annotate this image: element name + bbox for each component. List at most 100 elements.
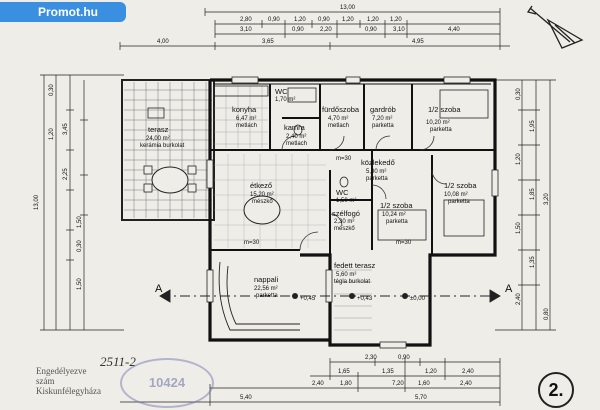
dim-top-r4-3: 4,95 bbox=[412, 39, 424, 45]
room-szoba3-name: 1/2 szoba bbox=[444, 181, 477, 190]
room-konyha-name: konyha bbox=[232, 105, 257, 114]
room-etkezo-name: étkező bbox=[250, 181, 272, 190]
room-etkezo-area: 15,20 m² bbox=[250, 192, 274, 198]
dim-top-r2-1: 2,80 bbox=[240, 17, 252, 23]
room-gardrob-area: 7,20 m² bbox=[372, 116, 392, 122]
level-markers bbox=[292, 293, 408, 299]
dim-misc-1: m=30 bbox=[336, 156, 352, 162]
dim-left-total: 13,00 bbox=[34, 194, 40, 210]
room-gardrob-floor: parketta bbox=[372, 123, 394, 129]
room-fedett-terasz-floor: tégla burkolat bbox=[334, 279, 370, 285]
stamp-number: 10424 bbox=[148, 375, 186, 390]
room-szoba2-floor: parketta bbox=[386, 219, 408, 225]
room-terasz-name: terasz bbox=[148, 125, 169, 134]
room-kamra-area: 2,40 m² bbox=[286, 134, 306, 140]
level-ground: ±0,00 bbox=[410, 296, 426, 302]
dim-bottom-r1-4: 1,35 bbox=[382, 369, 394, 375]
interior-walls bbox=[210, 84, 495, 255]
room-furdoszoba-name: fürdőszoba bbox=[322, 105, 360, 114]
dim-bottom-r2-3: 7,20 bbox=[392, 381, 404, 387]
room-kamra-name: kamra bbox=[284, 123, 306, 132]
room-fedett-terasz-name: fedett terasz bbox=[334, 261, 376, 270]
dim-bottom-r1-6: 2,40 bbox=[462, 369, 474, 375]
dim-left-6: 0,30 bbox=[77, 240, 83, 252]
room-gardrob-name: gardrób bbox=[370, 105, 396, 114]
room-terasz-floor: kerámia burkolat bbox=[140, 143, 185, 149]
left-dimensions bbox=[40, 74, 124, 331]
dim-top-r2-7: 1,20 bbox=[390, 17, 402, 23]
bed-3 bbox=[443, 199, 485, 237]
dim-right-8: 3,20 bbox=[544, 193, 550, 205]
room-szoba3-floor: parketta bbox=[448, 199, 470, 205]
dim-top-r2-4: 0,90 bbox=[318, 17, 330, 23]
dim-top-r3-6: 4,40 bbox=[448, 27, 460, 33]
terrace-area bbox=[121, 79, 215, 221]
dim-misc-2: m=30 bbox=[396, 240, 412, 246]
north-arrow-icon bbox=[526, 5, 584, 49]
room-szoba2-area: 10,24 m² bbox=[382, 212, 406, 218]
dim-top-r3-1: 3,10 bbox=[240, 27, 252, 33]
dim-top-r4-1: 4,00 bbox=[157, 39, 169, 45]
room-szoba2-name: 1/2 szoba bbox=[380, 201, 413, 210]
dim-top-r3-4: 0,90 bbox=[365, 27, 377, 33]
dim-bottom-r1-3: 0,90 bbox=[398, 355, 410, 361]
room-wc1-name: WC bbox=[275, 87, 288, 96]
room-nappali-name: nappali bbox=[254, 275, 279, 284]
dim-right-3: 1,20 bbox=[516, 153, 522, 165]
dim-right-9: 0,80 bbox=[544, 308, 550, 320]
room-etkezo-floor: mészkő bbox=[252, 199, 273, 205]
level-terrace: +0,45 bbox=[300, 296, 316, 302]
toilet-icon-2 bbox=[339, 176, 349, 188]
room-terasz-area: 24,00 m² bbox=[146, 136, 170, 142]
dim-left-5: 1,50 bbox=[77, 216, 83, 228]
room-szoba1-area: 10,20 m² bbox=[426, 120, 450, 126]
room-wc1-area: 1,70 m² bbox=[275, 97, 295, 103]
sheet-number-badge: 2. bbox=[538, 372, 574, 408]
permit-block: Engedélyezve szám Kiskunfélegyháza 2511-… bbox=[36, 354, 136, 396]
room-kozlekedo-name: közlekedő bbox=[361, 158, 395, 167]
dim-right-5: 1,50 bbox=[516, 222, 522, 234]
dim-bottom-r3-2: 5,70 bbox=[415, 395, 427, 401]
bed-2 bbox=[377, 209, 427, 241]
room-nappali-floor: parketta bbox=[256, 293, 278, 299]
bathtub bbox=[287, 87, 317, 103]
room-fedett-terasz-area: 5,60 m² bbox=[336, 272, 356, 278]
dim-bottom-r2-1: 2,40 bbox=[312, 381, 324, 387]
watermark-badge[interactable]: Promot.hu bbox=[0, 2, 126, 22]
dim-bottom-r1-2: 1,65 bbox=[338, 369, 350, 375]
section-a-right: A bbox=[505, 283, 513, 295]
dim-top-r2-6: 1,20 bbox=[367, 17, 379, 23]
room-kamra-floor: metlach bbox=[286, 141, 307, 147]
permit-stamp: 10424 bbox=[120, 358, 214, 408]
dim-left-2: 1,20 bbox=[49, 128, 55, 140]
dim-top-r4-2: 3,65 bbox=[262, 39, 274, 45]
dim-left-3: 3,45 bbox=[63, 123, 69, 135]
dim-bottom-r3-1: 5,40 bbox=[240, 395, 252, 401]
room-szelfelfogo-area: 2,30 m² bbox=[334, 219, 354, 225]
dim-left-1: 0,30 bbox=[49, 84, 55, 96]
dim-top-total: 13,00 bbox=[340, 5, 356, 11]
dim-misc-3: m=30 bbox=[244, 240, 260, 246]
room-szoba1-floor: parketta bbox=[430, 127, 452, 133]
permit-line-1: Engedélyezve bbox=[36, 366, 87, 376]
kitchen-counter bbox=[213, 85, 269, 97]
room-kozlekedo-floor: parketta bbox=[366, 176, 388, 182]
windows bbox=[206, 76, 499, 349]
room-nappali-area: 22,56 m² bbox=[254, 286, 278, 292]
dim-right-4: 1,85 bbox=[530, 188, 536, 200]
room-kozlekedo-area: 5,80 m² bbox=[366, 169, 386, 175]
dim-top-r3-2: 0,90 bbox=[292, 27, 304, 33]
permit-line-2: szám bbox=[36, 376, 55, 386]
top-dimensions bbox=[119, 8, 510, 50]
sofa bbox=[218, 261, 300, 331]
room-wc2-area: 1,50 m² bbox=[336, 198, 356, 204]
room-szoba3-area: 10,08 m² bbox=[444, 192, 468, 198]
permit-line-3: Kiskunfélegyháza bbox=[36, 386, 101, 396]
dim-right-2: 1,95 bbox=[530, 120, 536, 132]
dim-bottom-r1-1: 2,30 bbox=[365, 355, 377, 361]
room-konyha-floor: metlach bbox=[236, 123, 257, 129]
sheet-number: 2. bbox=[548, 380, 564, 400]
dim-bottom-r1-5: 1,20 bbox=[425, 369, 437, 375]
